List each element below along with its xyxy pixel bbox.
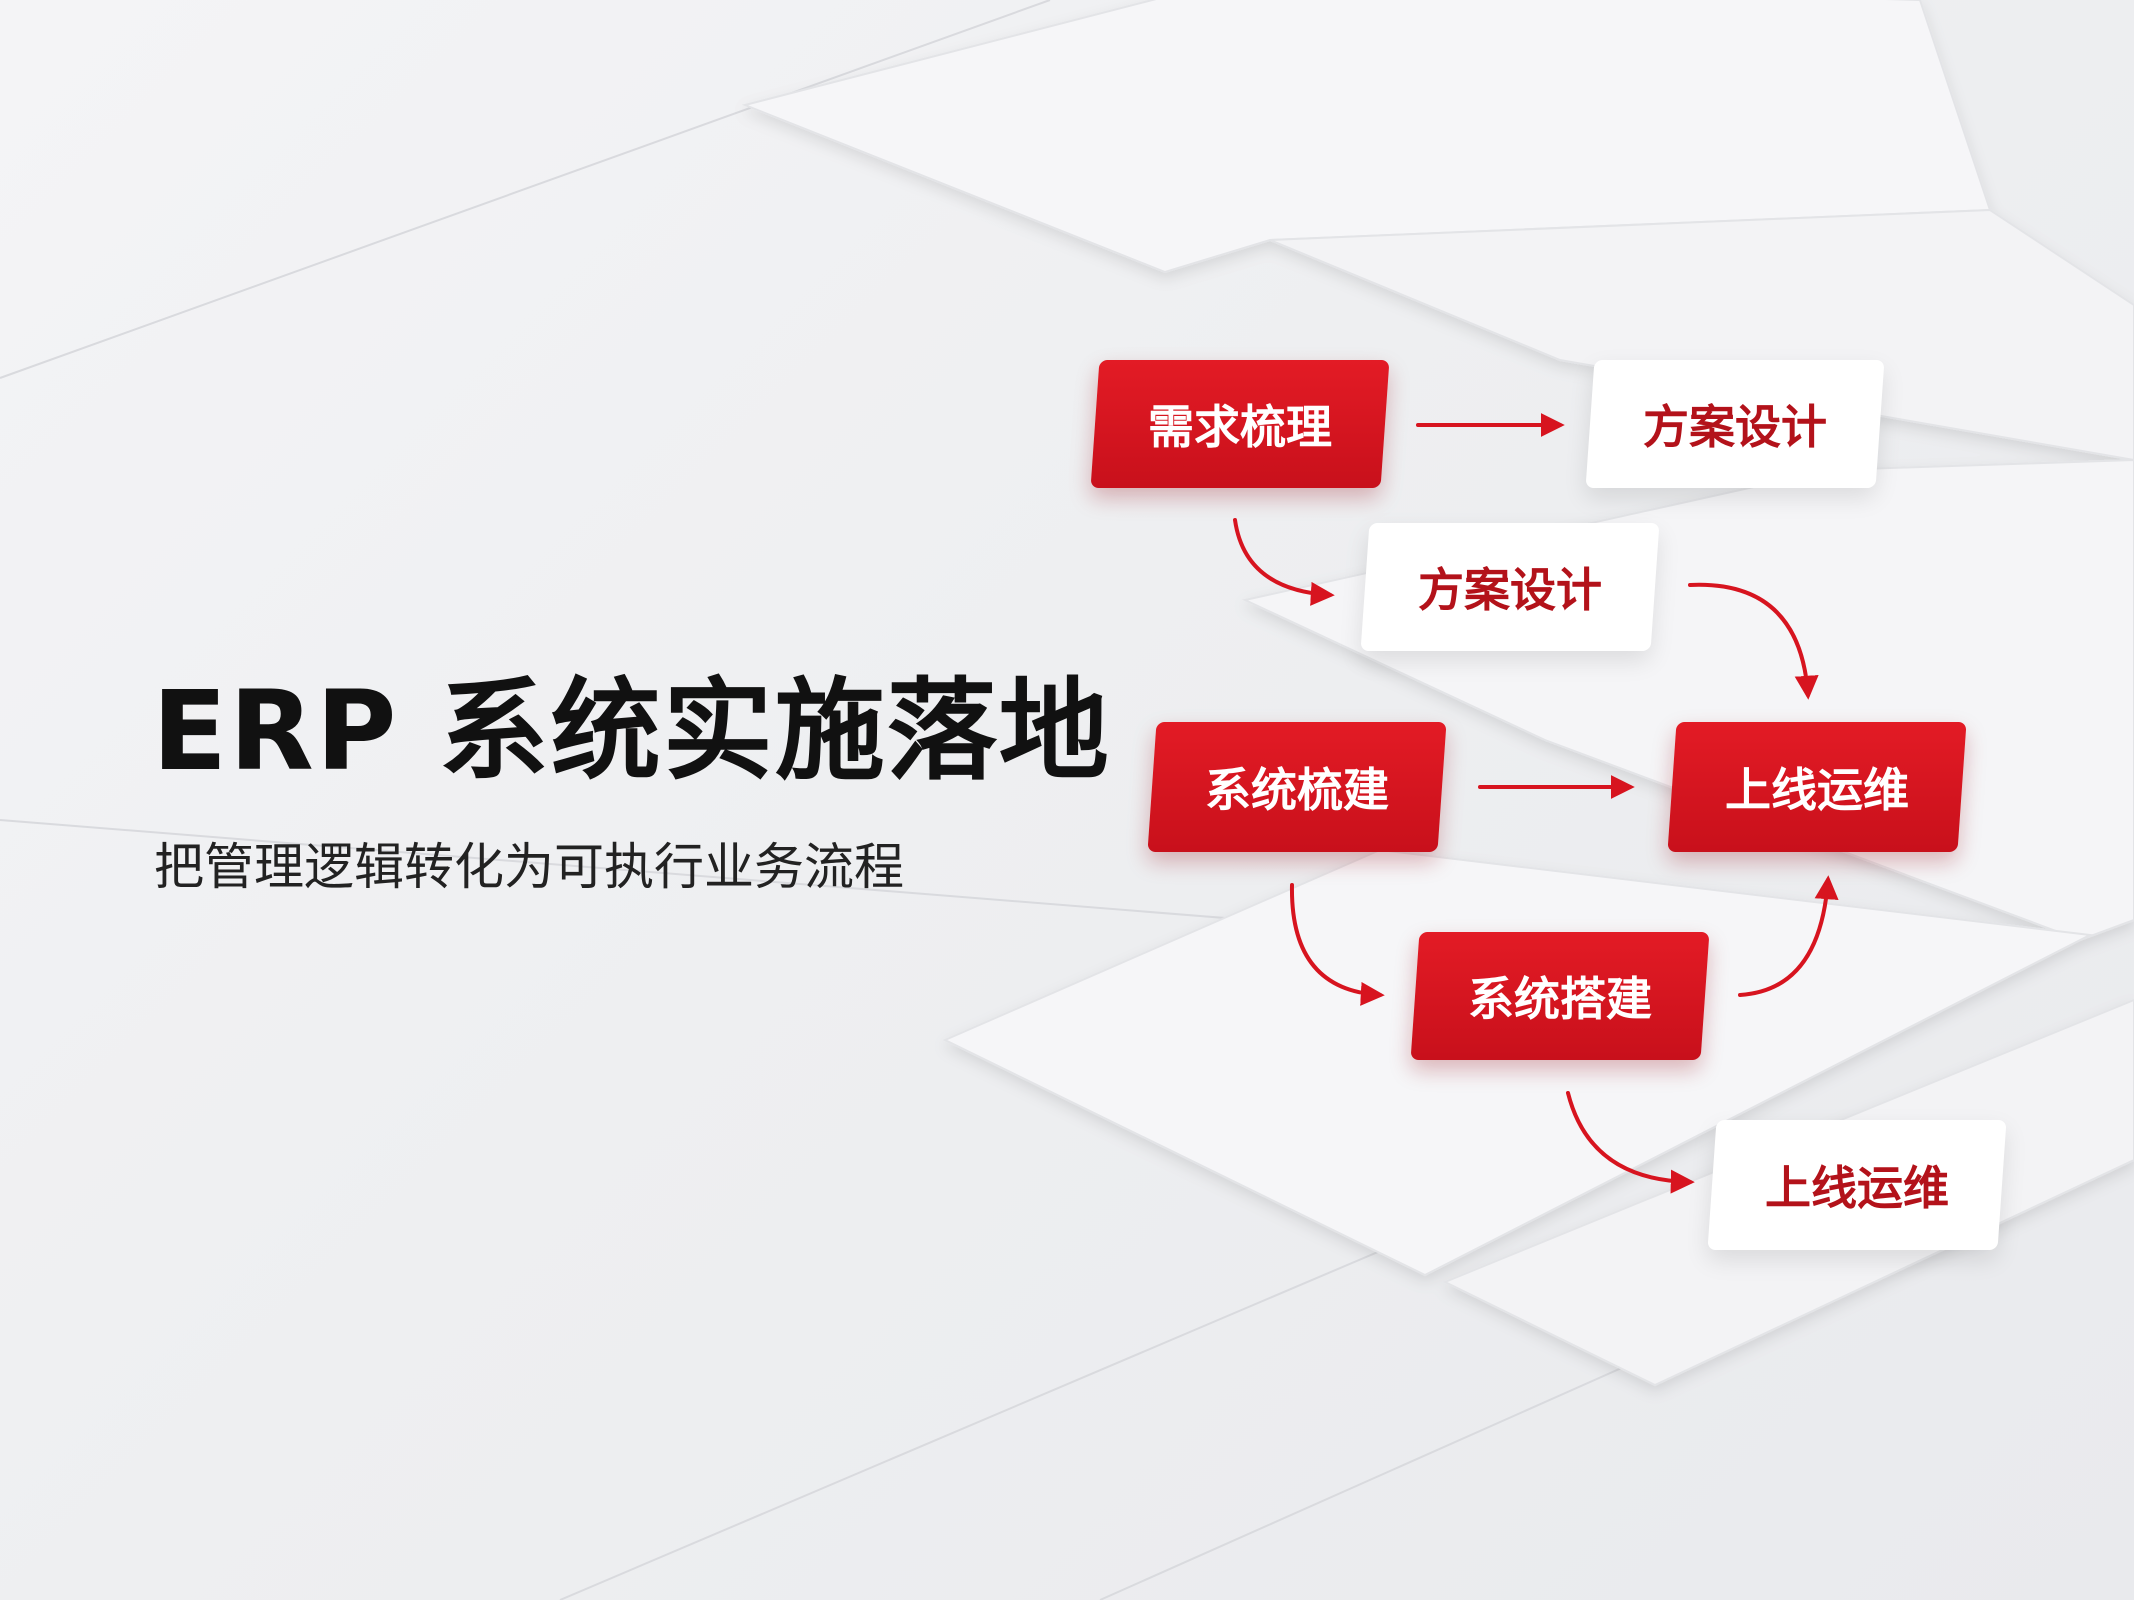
flow-step-system-review[interactable]: 系统梳建 (1147, 722, 1447, 852)
bg-panel-lower-large (942, 848, 2094, 1277)
flow-step-label: 系统梳建 (1205, 763, 1389, 817)
flow-step-label: 系统搭建 (1468, 972, 1652, 1026)
flow-step-system-build[interactable]: 系统搭建 (1410, 932, 1710, 1060)
arrow-s4-to-s6 (1289, 883, 1385, 1006)
arrow-s6-to-s7 (1566, 1091, 1695, 1194)
flow-step-go-live-main[interactable]: 上线运维 (1667, 722, 1967, 852)
flow-step-requirements[interactable]: 需求梳理 (1090, 360, 1390, 488)
arrow-s1-to-s3 (1233, 518, 1335, 606)
flow-step-solution-design-top[interactable]: 方案设计 (1585, 360, 1885, 488)
flow-step-label: 上线运维 (1765, 1161, 1949, 1215)
page-title: ERP 系统实施落地 (152, 667, 1111, 795)
arrow-s3-to-s5 (1688, 582, 1819, 700)
bg-panel-top-right (1269, 208, 2134, 462)
flow-step-label: 上线运维 (1725, 763, 1909, 817)
flow-step-go-live-bottom[interactable]: 上线运维 (1707, 1120, 2007, 1250)
heading-block: ERP 系统实施落地 把管理逻辑转化为可执行业务流程 (152, 665, 1111, 897)
page-subtitle: 把管理逻辑转化为可执行业务流程 (154, 838, 904, 896)
flow-step-label: 方案设计 (1418, 563, 1602, 617)
arrow-s6-to-s5 (1738, 875, 1839, 997)
flow-step-label: 方案设计 (1643, 400, 1827, 454)
flow-step-solution-design[interactable]: 方案设计 (1360, 523, 1660, 651)
flow-step-label: 需求梳理 (1148, 400, 1332, 454)
